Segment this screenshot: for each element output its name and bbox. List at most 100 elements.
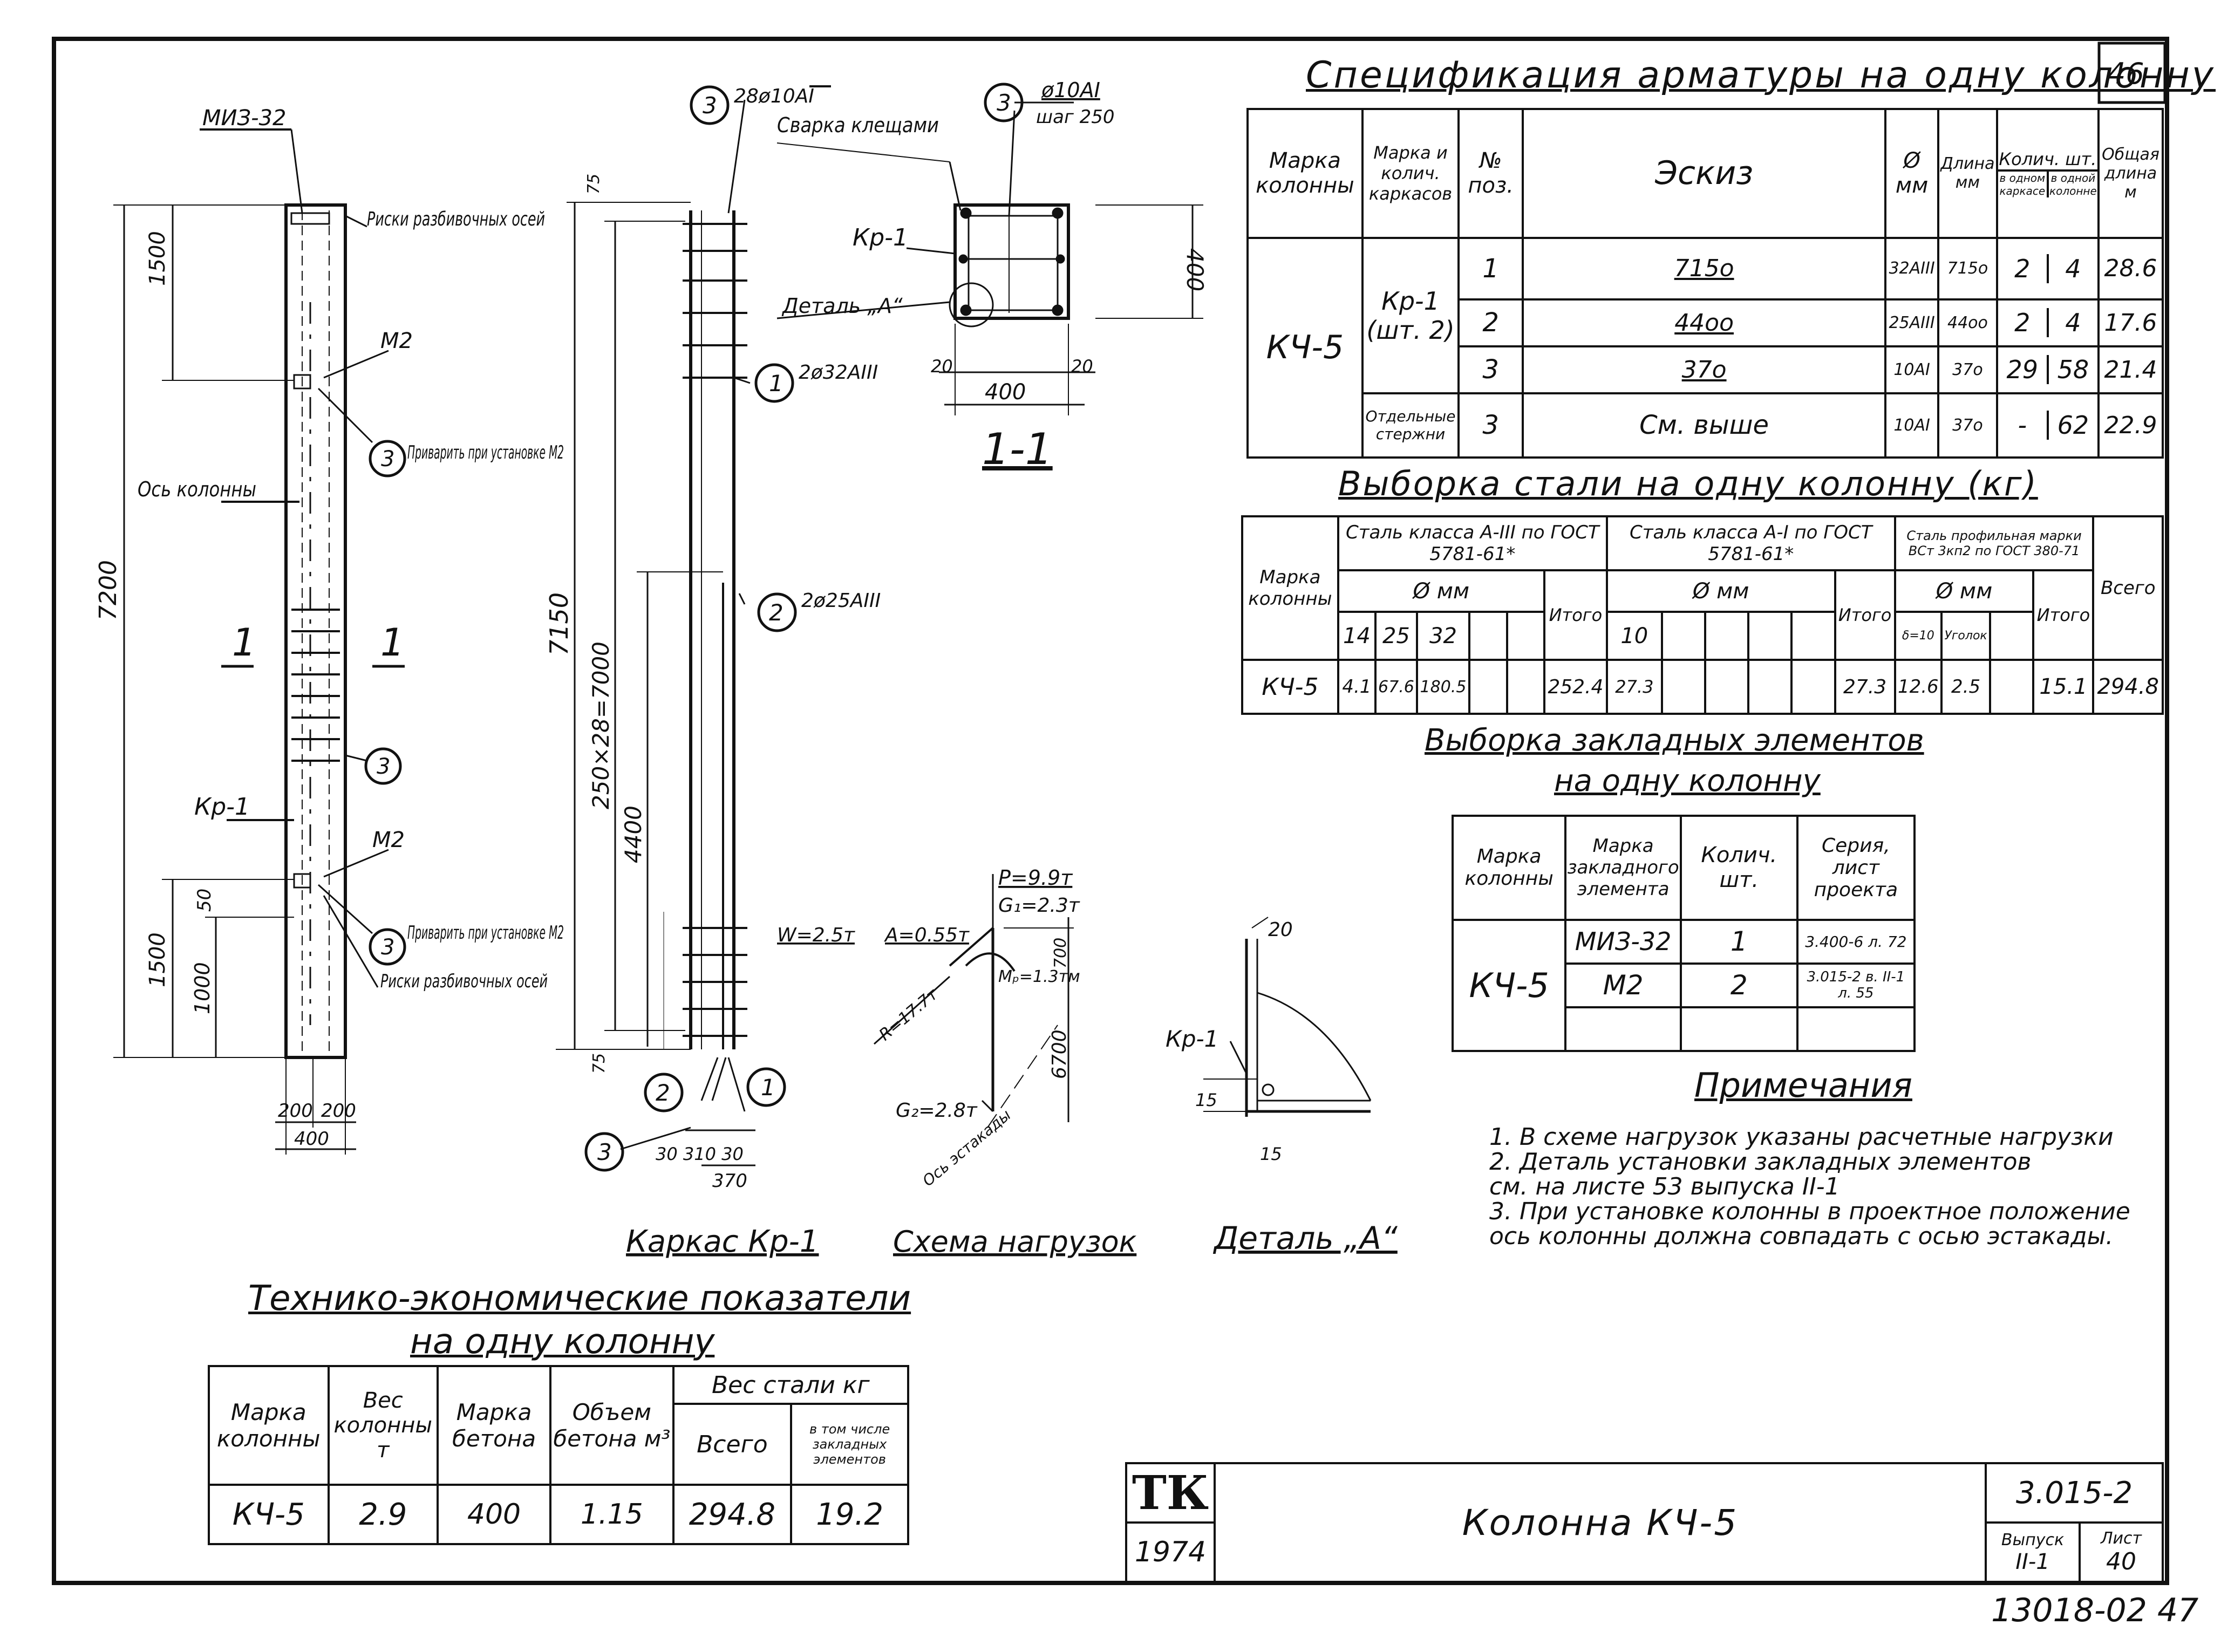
tech-h-total: Всего [672, 1403, 793, 1486]
label-weld-top: Приварить при установке М2 [407, 442, 564, 463]
callout-num: 1 [769, 370, 784, 397]
steel-h-a1: Сталь класса А-I по ГОСТ 5781-61* [1605, 515, 1896, 571]
spec-h-qty: Колич. шт. в одном каркасе в одной колон… [1995, 108, 2100, 239]
dim-7200: 7200 [94, 560, 122, 620]
emb-el: МИЗ-32 [1564, 918, 1682, 965]
label-pos1: 2ø32АIII [799, 361, 878, 384]
spec-separate: Отдельные стержни [1361, 392, 1460, 459]
steel-h-dia: Ø мм [1337, 569, 1545, 613]
title-block: ТК Колонна КЧ-5 3.015-2 1974 Выпуск II-1… [1125, 1462, 2164, 1583]
section-1-1 [776, 101, 1203, 415]
steel-h-mark: Марка колонны [1241, 515, 1339, 661]
spec-h-qty-label: Колич. шт. [1998, 149, 2097, 172]
load-6700: 6700 [1048, 1029, 1071, 1079]
dim-4400: 4400 [620, 805, 646, 863]
emb-h-series: Серия, лист проекта [1796, 815, 1916, 921]
spec-h-mark: Марка колонны [1246, 108, 1364, 239]
steel-h-total: Итого [1543, 569, 1608, 661]
spec-table: Марка колонны Марка и колич. каркасов № … [1246, 108, 2164, 459]
spec-dia: 10АI [1884, 392, 1940, 459]
spec-sketch: 44оо [1522, 298, 1887, 347]
spec-len: 715о [1937, 236, 1998, 301]
steel-h-total: Итого [2032, 569, 2095, 661]
steel-h-grand: Всего [2092, 515, 2164, 661]
detail-15b: 15 [1260, 1144, 1282, 1164]
emb-series: 3.015-2 в. II-1 л. 55 [1796, 962, 1916, 1008]
steel-table: Марка колонны Сталь класса А-III по ГОСТ… [1241, 515, 2164, 715]
dim-400-v: 400 [1182, 248, 1208, 291]
steel-h-dia: Ø мм [1893, 569, 2035, 613]
dim-370: 370 [712, 1170, 747, 1192]
load-m: Mₚ=1.3тм [998, 967, 1080, 986]
steel-val: 294.8 [2092, 659, 2164, 715]
spec-len: 37о [1937, 392, 1998, 459]
spec-total: 21.4 [2097, 345, 2164, 394]
load-w: W=2.5т [777, 924, 855, 946]
tech-h-volume: Объем бетона м³ [549, 1365, 675, 1486]
dim-bottom: 30 310 30 [656, 1144, 744, 1164]
label-axis: Ось колонны [138, 477, 256, 501]
spec-pos: 1 [1457, 236, 1524, 301]
spec-pos: 3 [1457, 345, 1524, 394]
stamp-sheet-label: Лист [2100, 1529, 2142, 1548]
steel-val: 2.5 [1940, 659, 1992, 715]
spec-title: Спецификация арматуры на одну колонну [1306, 54, 2216, 97]
callout-num: 2 [769, 599, 784, 626]
spec-h-pos: № поз. [1457, 108, 1524, 239]
callout-num: 3 [381, 935, 394, 960]
emb-title-2: на одну колонну [1554, 763, 1821, 798]
emb-el: М2 [1564, 962, 1682, 1008]
spec-sketch: 715о [1522, 236, 1887, 301]
note-item: 3. При установке колонны в проектное пол… [1489, 1198, 2130, 1225]
caption-frame: Каркас Кр-1 [626, 1224, 819, 1259]
emb-title-1: Выборка закладных элементов [1425, 723, 1924, 758]
spec-h-frame: Марка и колич. каркасов [1361, 108, 1460, 239]
emb-series: 3.400-6 л. 72 [1796, 918, 1916, 965]
sheet-border [52, 37, 2169, 1585]
callout-circle [690, 85, 730, 125]
label-kr: Кр-1 [853, 224, 908, 251]
steel-val: 67.6 [1374, 659, 1418, 715]
spec-qc: 4 [2065, 308, 2081, 338]
embedded-table: Марка колонны Марка закладного элемента … [1451, 815, 1916, 1053]
tech-h-mark: Марка колонны [208, 1365, 330, 1486]
spec-qf: - [1998, 411, 2049, 440]
spec-sketch: 37о [1522, 345, 1887, 394]
note-item: см. на листе 53 выпуска II-1 [1489, 1173, 1840, 1200]
label-miz: МИЗ-32 [202, 106, 286, 131]
note-item: ось колонны должна совпадать с осью эста… [1489, 1223, 2114, 1250]
sheet-number-box [2097, 42, 2167, 104]
callout-num: 3 [597, 1139, 612, 1165]
tech-table: Марка колонны Вес колонны т Марка бетона… [208, 1365, 909, 1545]
dim-7150: 7150 [544, 592, 574, 656]
notes-list: 1. В схеме нагрузок указаны расчетные на… [1489, 1125, 2161, 1249]
stamp-issue-label: Выпуск [2001, 1530, 2065, 1549]
steel-dia: 32 [1415, 611, 1471, 661]
spec-qc: 62 [2057, 411, 2089, 440]
steel-val: 252.4 [1543, 659, 1608, 715]
emb-h-el: Марка закладного элемента [1564, 815, 1682, 921]
tech-total: 294.8 [672, 1484, 793, 1545]
spec-dia: 25АIII [1884, 298, 1940, 347]
tech-title-1: Технико-экономические показатели [248, 1279, 911, 1319]
stamp-sheet: 40 [2106, 1548, 2136, 1575]
tech-h-weight: Вес колонны т [327, 1365, 439, 1486]
callout-num: 2 [656, 1080, 670, 1106]
column-elevation [113, 128, 405, 1155]
section-mark-left: 1 [232, 620, 256, 665]
dim-400-h: 400 [985, 380, 1026, 405]
callout-circle [984, 83, 1024, 122]
stamp-issue-cell: Выпуск II-1 [1985, 1521, 2081, 1583]
spec-total: 22.9 [2097, 392, 2164, 459]
emb-qty: 1 [1679, 918, 1798, 965]
load-700: 700 [1051, 938, 1070, 968]
sheet-number-top: 46 [2107, 57, 2144, 91]
callout-circle [746, 1067, 786, 1107]
label-pos2: 2ø25АIII [801, 590, 881, 612]
note-item: 1. В схеме нагрузок указаны расчетные на… [1489, 1123, 2114, 1151]
spec-qf: 29 [1998, 355, 2049, 385]
steel-dia: 14 [1337, 611, 1377, 661]
label-step: шаг 250 [1036, 106, 1115, 128]
dim-75-top: 75 [584, 174, 603, 194]
emb-h-mark: Марка колонны [1451, 815, 1567, 921]
